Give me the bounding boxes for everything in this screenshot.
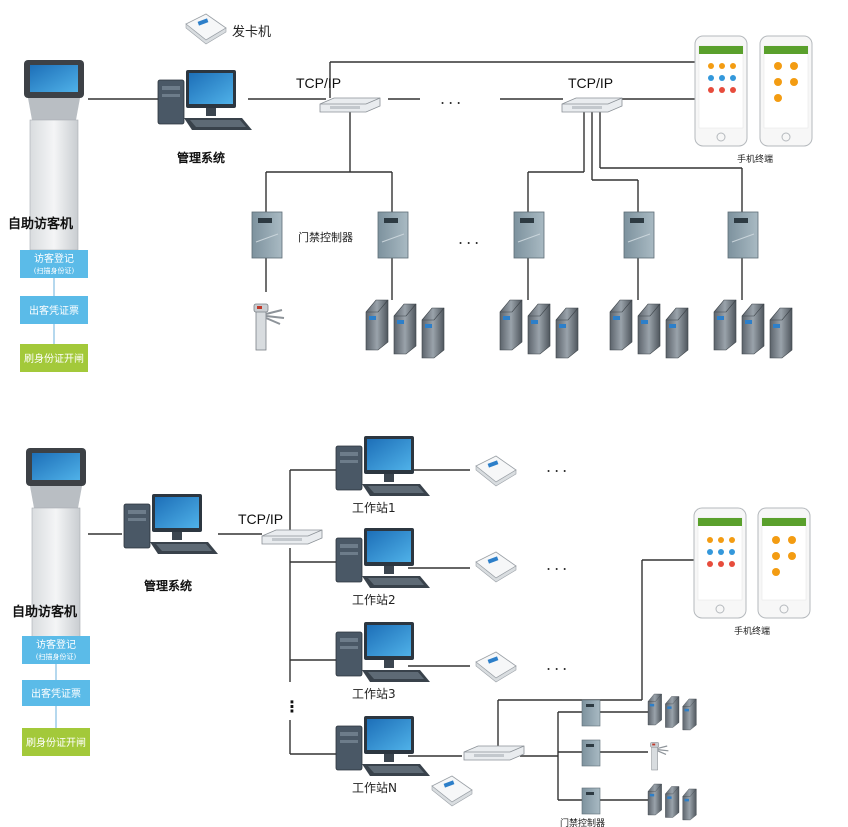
workstation-2-label: 工作站2 (352, 593, 396, 607)
top-dots-mid: ... (440, 89, 464, 108)
top-steps: 访客登记 (扫描身份证) 出客凭证票 刷身份证开闸 (20, 250, 88, 372)
flap-gate-icon (500, 300, 578, 358)
flap-gate-icon (648, 784, 696, 820)
workstation-icon (335, 715, 431, 777)
bottom-mobile-label: 手机终端 (734, 625, 770, 637)
switch-icon (261, 529, 323, 545)
bottom-dots-2: ... (546, 555, 570, 574)
bottom-gate-row-2 (648, 784, 696, 820)
switch-icon (319, 97, 381, 113)
step-gate-box (22, 728, 90, 756)
step-ticket-box (20, 296, 88, 324)
step-ticket-label: 出客凭证票 (29, 304, 79, 317)
bottom-gate-row-1 (648, 694, 696, 730)
kiosk-label: 自助访客机 (8, 216, 73, 232)
switch-icon (463, 745, 525, 761)
bottom-step-gate-label: 刷身份证开闸 (26, 736, 86, 749)
bottom-phones (693, 507, 811, 619)
bottom-network-lines (88, 469, 694, 801)
door-controller-icon (581, 787, 601, 815)
phone-icon (757, 507, 811, 619)
computer-icon (157, 69, 253, 131)
door-controller-icon (513, 211, 545, 259)
bottom-dots-3: ... (546, 655, 570, 674)
bottom-controller-caption: 门禁控制器 (560, 817, 605, 827)
workstation-3-label: 工作站3 (352, 687, 396, 701)
door-controller-icon (581, 739, 601, 767)
bottom-tcp: TCP/IP (238, 511, 283, 527)
bottom-step-register-label: 访客登记 (36, 638, 76, 651)
door-controller-icon (581, 699, 601, 727)
workstation-n-label: 工作站N (352, 781, 397, 795)
flap-gate-icon (648, 694, 696, 730)
bottom-management-label: 管理系统 (144, 578, 192, 593)
bottom-dots-1: ... (546, 457, 570, 476)
door-controller-icon (377, 211, 409, 259)
bottom-vdots: ⋮ (284, 697, 300, 716)
bottom-steps: 访客登记 (扫描身份证) 出客凭证票 刷身份证开闸 (22, 636, 90, 756)
card-reader-icon (475, 651, 517, 683)
workstation-1-label: 工作站1 (352, 501, 396, 515)
computer-icon (123, 493, 219, 555)
door-controller-icon (251, 211, 283, 259)
turnstile-icon (253, 303, 285, 351)
workstation-icon (335, 435, 431, 497)
phone-icon (759, 35, 813, 147)
flap-gate-icon (714, 300, 792, 358)
step-gate-label: 刷身份证开闸 (24, 352, 84, 365)
top-tcp-right: TCP/IP (568, 75, 613, 91)
card-reader-icon (475, 455, 517, 487)
card-issuer-icon (185, 13, 227, 45)
step-register-sub: (扫描身份证) (34, 266, 75, 275)
switch-icon (561, 97, 623, 113)
bottom-kiosk-label: 自助访客机 (12, 604, 77, 620)
bottom-step-ticket-label: 出客凭证票 (31, 687, 81, 700)
top-phones (694, 35, 813, 147)
door-controller-label: 门禁控制器 (298, 230, 353, 244)
workstation-icon (335, 621, 431, 683)
card-reader-icon (475, 551, 517, 583)
door-controller-icon (727, 211, 759, 259)
step-register-label: 访客登记 (34, 252, 74, 265)
bottom-step-register-sub: (扫描身份证) (36, 652, 77, 661)
card-reader-icon (431, 775, 473, 807)
step-ticket-box (22, 680, 90, 706)
flap-gate-icon (610, 300, 688, 358)
top-mobile-label: 手机终端 (737, 153, 773, 165)
top-dots-ctrl: ... (458, 229, 482, 248)
top-section: 自助访客机 访客登记 (扫描身份证) 出客凭证票 刷身份证开闸 管理系统 发卡机… (8, 13, 813, 372)
card-issuer-label: 发卡机 (232, 24, 271, 40)
turnstile-icon (649, 741, 670, 771)
bottom-section: 自助访客机 访客登记 (扫描身份证) 出客凭证票 刷身份证开闸 管理系统 TCP… (12, 435, 811, 827)
top-management-label: 管理系统 (177, 150, 225, 165)
step-register-box (22, 636, 90, 664)
workstation-icon (335, 527, 431, 589)
door-controller-icon (623, 211, 655, 259)
flap-gate-icon (366, 300, 444, 358)
step-gate-box (20, 344, 88, 372)
top-network-lines (88, 61, 743, 300)
bottom-turnstile (649, 741, 670, 771)
top-tcp-left: TCP/IP (296, 75, 341, 91)
step-register-box (20, 250, 88, 278)
